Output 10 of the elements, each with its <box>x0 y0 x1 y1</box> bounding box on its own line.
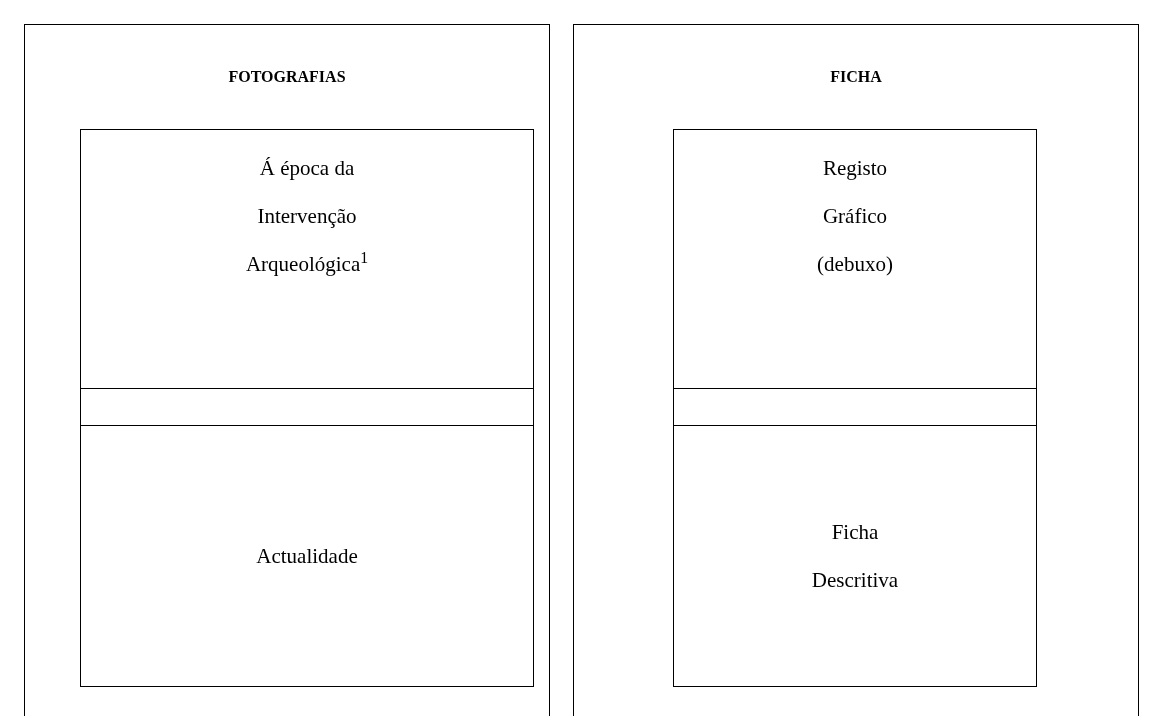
panel <box>573 24 1139 716</box>
panel-heading: FICHA <box>830 67 882 87</box>
box-text: Ficha Descritiva <box>810 519 900 594</box>
empty-box <box>81 388 533 426</box>
panel-heading: FOTOGRAFIAS <box>228 67 346 87</box>
box-text: Registo Gráfico (debuxo) <box>816 155 894 278</box>
panel <box>24 24 550 716</box>
box-text: Á época da Intervenção Arqueológica$^{1}$ <box>244 155 370 278</box>
empty-box <box>674 388 1036 426</box>
box-text: Actualidade <box>255 543 359 570</box>
